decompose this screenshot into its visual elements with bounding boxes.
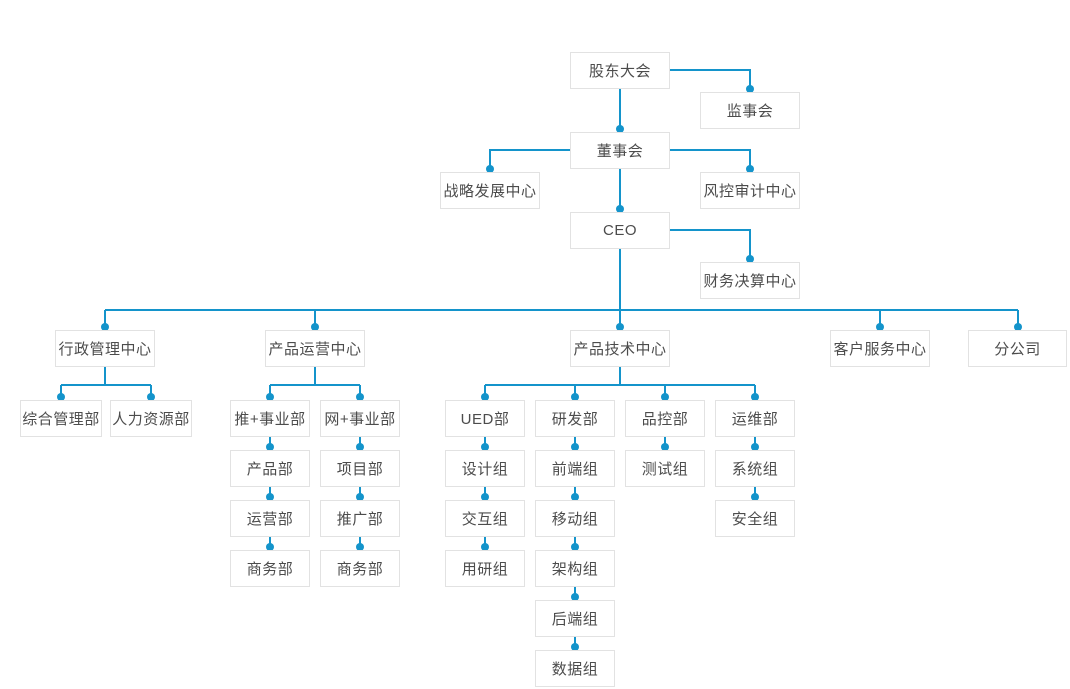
node-customer-service-center: 客户服务中心	[830, 330, 930, 367]
node-ceo: CEO	[570, 212, 670, 249]
node-design-team: 设计组	[445, 450, 525, 487]
connector-endpoint-dots	[57, 85, 1022, 651]
node-security-team: 安全组	[715, 500, 795, 537]
node-business-dept-wang: 商务部	[320, 550, 400, 587]
node-board-of-directors: 董事会	[570, 132, 670, 169]
node-system-team: 系统组	[715, 450, 795, 487]
node-mobile-team: 移动组	[535, 500, 615, 537]
node-quality-control-dept: 品控部	[625, 400, 705, 437]
node-shareholders-meeting: 股东大会	[570, 52, 670, 89]
node-financial-accounting-center: 财务决算中心	[700, 262, 800, 299]
node-backend-team: 后端组	[535, 600, 615, 637]
node-architecture-team: 架构组	[535, 550, 615, 587]
node-rd-dept: 研发部	[535, 400, 615, 437]
node-product-technology-center: 产品技术中心	[570, 330, 670, 367]
node-ued-dept: UED部	[445, 400, 525, 437]
node-admin-management-center: 行政管理中心	[55, 330, 155, 367]
node-product-operation-center: 产品运营中心	[265, 330, 365, 367]
node-risk-audit-center: 风控审计中心	[700, 172, 800, 209]
node-branch-company: 分公司	[968, 330, 1067, 367]
node-tui-plus-business-dept: 推+事业部	[230, 400, 310, 437]
node-user-research-team: 用研组	[445, 550, 525, 587]
node-strategy-development-center: 战略发展中心	[440, 172, 540, 209]
node-project-dept: 项目部	[320, 450, 400, 487]
node-business-dept-tui: 商务部	[230, 550, 310, 587]
node-operations-maintenance-dept: 运维部	[715, 400, 795, 437]
node-promotion-dept: 推广部	[320, 500, 400, 537]
node-wang-plus-business-dept: 网+事业部	[320, 400, 400, 437]
node-frontend-team: 前端组	[535, 450, 615, 487]
node-product-dept: 产品部	[230, 450, 310, 487]
node-operation-dept: 运营部	[230, 500, 310, 537]
node-supervisory-board: 监事会	[700, 92, 800, 129]
node-general-management-dept: 综合管理部	[20, 400, 102, 437]
node-interaction-team: 交互组	[445, 500, 525, 537]
node-data-team: 数据组	[535, 650, 615, 687]
node-human-resources-dept: 人力资源部	[110, 400, 192, 437]
node-testing-team: 测试组	[625, 450, 705, 487]
